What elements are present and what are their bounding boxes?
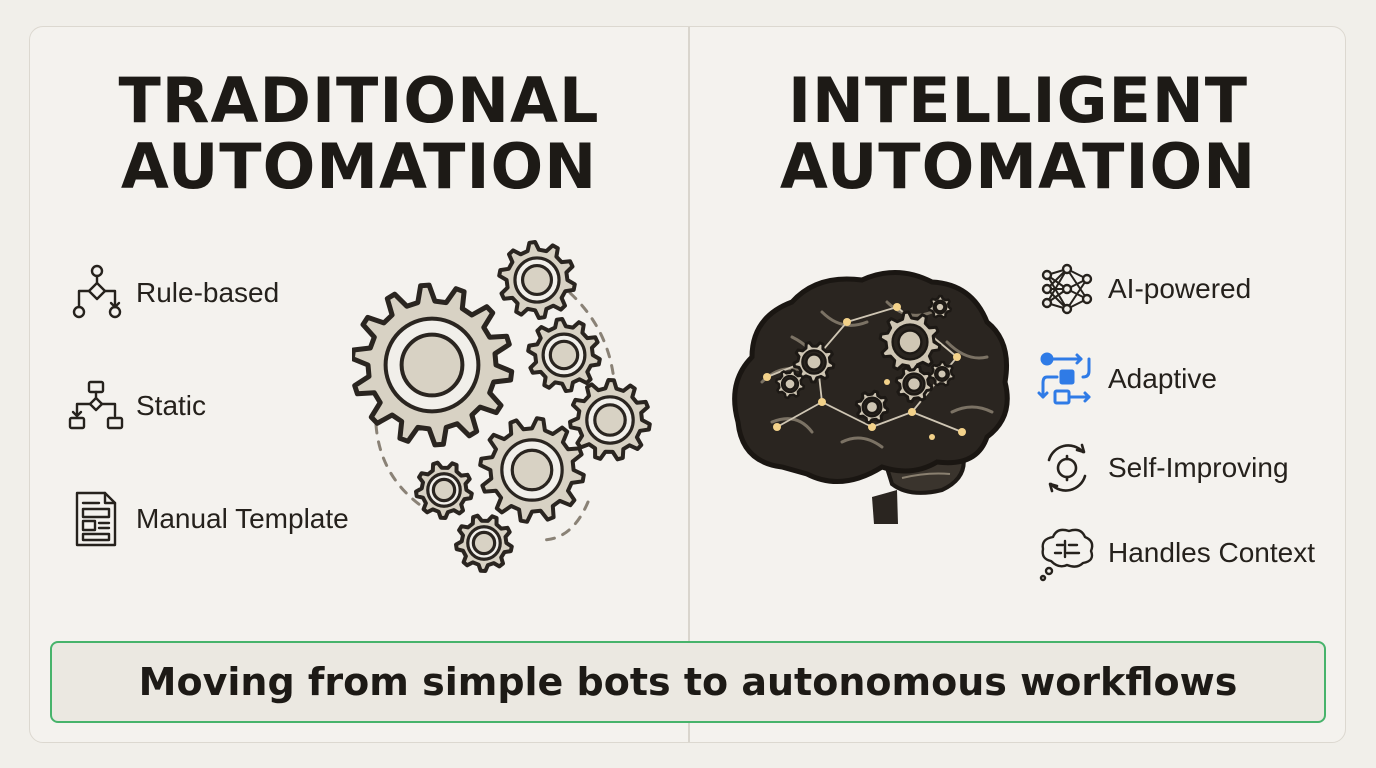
brain-gears-illustration	[732, 269, 1010, 524]
brain-gear-group	[774, 294, 956, 425]
feature-label: Handles Context	[1108, 537, 1316, 568]
traditional-automation-title: TRADITIONAL AUTOMATION	[30, 68, 688, 200]
intelligent-automation-title: INTELLIGENT AUTOMATION	[690, 68, 1346, 200]
gear-hub	[471, 530, 497, 556]
adaptive-flow-icon	[1036, 348, 1098, 410]
thought-bubble-icon	[1036, 522, 1098, 584]
summary-banner: Moving from simple bots to autonomous wo…	[50, 641, 1326, 723]
comparison-card	[29, 26, 1346, 743]
feature-label: Self-Improving	[1108, 452, 1289, 483]
gear-hub	[520, 263, 554, 297]
cycle-icon	[1036, 437, 1098, 499]
feature-label: AI-powered	[1108, 273, 1252, 304]
gear-hub	[399, 332, 465, 398]
title-line-1: TRADITIONAL	[118, 64, 600, 137]
title-line-2: AUTOMATION	[120, 130, 598, 203]
feature-handles-context: Handles Context	[1036, 522, 1315, 584]
gear-hub	[936, 368, 948, 380]
gear-hub	[934, 301, 946, 313]
flowchart-icon	[64, 262, 126, 324]
gear-hub	[864, 399, 880, 415]
gear-hub	[897, 329, 923, 355]
banner-text: Moving from simple bots to autonomous wo…	[138, 660, 1238, 704]
feature-ai-powered: AI-powered	[1036, 258, 1251, 320]
gear-hub	[548, 339, 580, 371]
feature-self-improving: Self-Improving	[1036, 437, 1289, 499]
feature-label: Adaptive	[1108, 363, 1217, 394]
gear-hub	[510, 448, 554, 492]
gear-hub	[593, 403, 627, 437]
feature-static: Static	[64, 375, 206, 437]
gear-hub	[805, 353, 823, 371]
hierarchy-icon	[64, 375, 126, 437]
gears-illustration	[352, 240, 652, 573]
feature-label: Manual Template	[136, 503, 349, 534]
feature-rule-based: Rule-based	[64, 262, 279, 324]
feature-label: Static	[136, 390, 207, 421]
gear-group	[352, 240, 652, 573]
feature-adaptive: Adaptive	[1036, 348, 1217, 410]
title-line-1: INTELLIGENT	[787, 64, 1249, 137]
gear-hub	[783, 377, 797, 391]
feature-manual-template: Manual Template	[64, 488, 349, 550]
gear-hub	[431, 477, 457, 503]
gear-hub	[905, 375, 923, 393]
document-template-icon	[64, 488, 126, 550]
panel-divider	[688, 27, 690, 742]
feature-label: Rule-based	[136, 277, 280, 308]
title-line-2: AUTOMATION	[779, 130, 1257, 203]
neural-network-icon	[1036, 258, 1098, 320]
